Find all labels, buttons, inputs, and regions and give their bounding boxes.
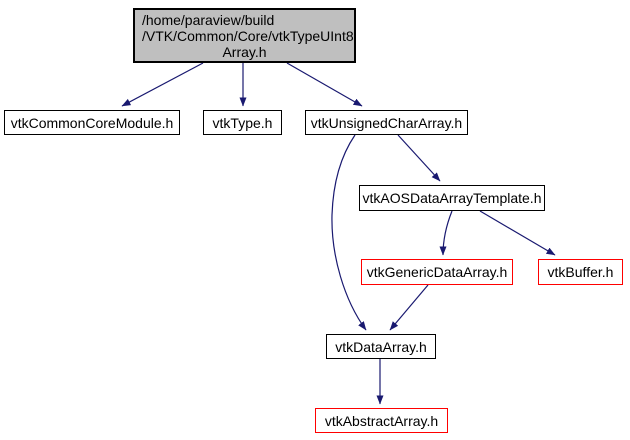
node-vtkunsignedchararray-h-label: vtkUnsignedCharArray.h — [310, 114, 463, 131]
node-vtkgenericdataarray-h-label: vtkGenericDataArray.h — [366, 264, 508, 280]
edge-vtkunsignedchararray-h-to-vtkaosdataarraytemplate-h — [397, 134, 441, 182]
node-vtkabstractarray-h-label: vtkAbstractArray.h — [324, 412, 439, 429]
edge-vtkunsignedchararray-h-to-vtkdataarray-h — [331, 134, 367, 331]
edge-vtkaosdataarraytemplate-h-to-vtkgenericdataarray-h — [439, 210, 453, 256]
edge-vtkgenericdataarray-h-to-vtkdataarray-h — [389, 284, 429, 331]
node-vtktypeuint8array-h-line-1: /home/paraview/build — [142, 11, 275, 28]
node-vtkabstractarray-h[interactable]: vtkAbstractArray.h — [315, 408, 448, 433]
node-vtktypeuint8array-h-line-3: Array.h — [222, 43, 267, 60]
node-vtktype-h-label: vtkType.h — [212, 114, 273, 131]
node-vtktypeuint8array-h[interactable]: /home/paraview/build/VTK/Common/Core/vtk… — [133, 8, 356, 63]
node-vtkgenericdataarray-h[interactable]: vtkGenericDataArray.h — [361, 259, 513, 285]
node-vtkunsignedchararray-h[interactable]: vtkUnsignedCharArray.h — [305, 110, 468, 135]
node-vtkcommoncoremodule-h[interactable]: vtkCommonCoreModule.h — [4, 110, 180, 135]
node-vtkdataarray-h[interactable]: vtkDataArray.h — [326, 334, 436, 359]
edge-vtktypeuint8array-h-to-vtkcommoncoremodule-h — [121, 62, 204, 107]
edge-vtktypeuint8array-h-to-vtkunsignedchararray-h — [286, 62, 363, 107]
node-vtktype-h[interactable]: vtkType.h — [203, 110, 282, 135]
node-vtkdataarray-h-label: vtkDataArray.h — [335, 338, 427, 355]
node-vtkbuffer-h-label: vtkBuffer.h — [547, 264, 614, 280]
node-vtkbuffer-h[interactable]: vtkBuffer.h — [538, 259, 623, 285]
node-vtktypeuint8array-h-line-2: /VTK/Common/Core/vtkTypeUInt8 — [142, 27, 354, 44]
node-vtkaosdataarraytemplate-h-label: vtkAOSDataArrayTemplate.h — [362, 190, 542, 206]
edge-vtkaosdataarraytemplate-h-to-vtkbuffer-h — [479, 210, 556, 256]
node-vtkaosdataarraytemplate-h[interactable]: vtkAOSDataArrayTemplate.h — [359, 185, 545, 211]
node-vtkcommoncoremodule-h-label: vtkCommonCoreModule.h — [10, 114, 174, 131]
